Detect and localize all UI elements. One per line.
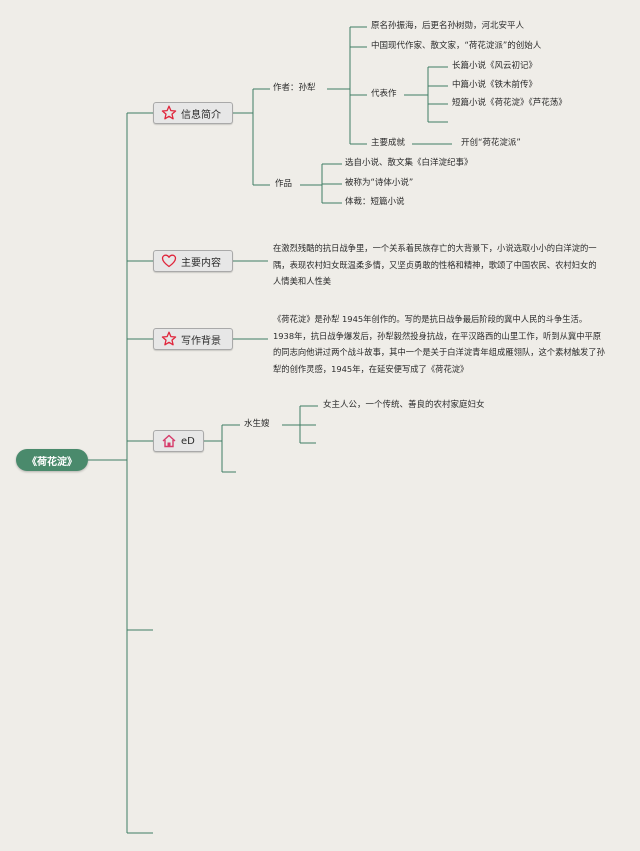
node-content[interactable]: 主要内容 bbox=[153, 250, 233, 272]
work-detail[interactable]: 选自小说、散文集《白洋淀纪事》 bbox=[345, 158, 473, 168]
node-author[interactable]: 作者：孙犁 bbox=[273, 83, 316, 93]
node-achievement[interactable]: 主要成就 bbox=[371, 138, 406, 148]
work-detail[interactable]: 体裁：短篇小说 bbox=[345, 197, 405, 207]
content-text[interactable]: 在激烈残酷的抗日战争里，一个关系着民族存亡的大背景下，小说选取小小的白洋淀的一隅… bbox=[273, 243, 597, 286]
star-icon bbox=[161, 105, 177, 121]
connector bbox=[327, 26, 367, 145]
node-label: 写作背景 bbox=[181, 335, 221, 347]
connector bbox=[282, 405, 318, 444]
node-characters[interactable]: eD bbox=[153, 430, 204, 452]
work-item[interactable]: 中篇小说《铁木前传》 bbox=[452, 80, 538, 90]
connector bbox=[300, 163, 342, 204]
connector bbox=[404, 66, 448, 123]
node-character[interactable]: 水生嫂 bbox=[244, 419, 270, 429]
work-item[interactable]: 短篇小说《荷花淀》《芦花荡》 bbox=[452, 98, 567, 108]
node-work[interactable]: 作品 bbox=[275, 179, 293, 189]
node-label: 主要内容 bbox=[181, 257, 221, 269]
node-label: 信息简介 bbox=[181, 109, 221, 121]
star-icon bbox=[161, 331, 177, 347]
node-representative-works[interactable]: 代表作 bbox=[371, 89, 397, 99]
home-icon bbox=[161, 433, 177, 449]
connector bbox=[233, 88, 270, 186]
background-text[interactable]: 《荷花淀》是孙犁 1945年创作的。写的是抗日战争最后阶段的冀中人民的斗争生活。… bbox=[273, 314, 605, 374]
heart-icon bbox=[161, 253, 177, 269]
author-item[interactable]: 中国现代作家、散文家，“荷花淀派”的创始人 bbox=[371, 41, 542, 51]
connector bbox=[204, 424, 240, 473]
root-node[interactable]: 《荷花淀》 bbox=[16, 449, 88, 471]
character-item[interactable]: 女主人公，一个传统、善良的农村家庭妇女 bbox=[323, 400, 485, 410]
node-label: eD bbox=[181, 435, 195, 447]
achievement-value[interactable]: 开创“荷花淀派” bbox=[461, 138, 521, 148]
work-item[interactable]: 长篇小说《风云初记》 bbox=[452, 61, 538, 71]
author-item[interactable]: 原名孙振海，后更名孙树勋，河北安平人 bbox=[371, 21, 525, 31]
node-info[interactable]: 信息简介 bbox=[153, 102, 233, 124]
work-detail[interactable]: 被称为“诗体小说” bbox=[345, 178, 414, 188]
node-background[interactable]: 写作背景 bbox=[153, 328, 233, 350]
